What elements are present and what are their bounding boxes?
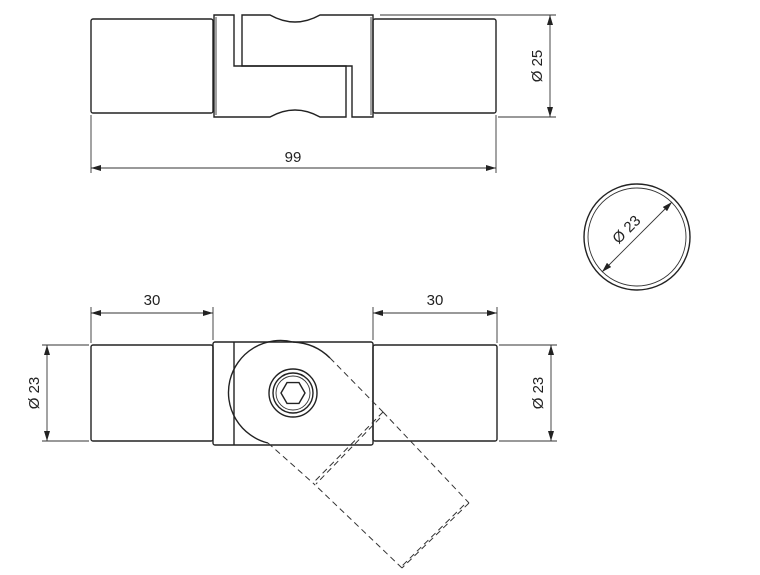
hinge-block bbox=[212, 341, 374, 446]
side-view: 30 30 Ø 23 Ø 23 bbox=[26, 292, 557, 569]
diameter-label-end: Ø 23 bbox=[609, 212, 644, 247]
right-tube bbox=[372, 18, 497, 114]
right-tube-side bbox=[372, 344, 498, 442]
left-tube bbox=[90, 18, 214, 114]
top-view: 99 Ø 25 bbox=[90, 14, 556, 173]
hinge-body-right bbox=[241, 14, 374, 118]
tube-inner-circle bbox=[587, 187, 687, 287]
left-diameter-label: Ø 23 bbox=[26, 377, 43, 410]
left-tube-side bbox=[90, 344, 214, 442]
end-view: Ø 23 bbox=[583, 183, 691, 291]
length-label: 99 bbox=[285, 149, 302, 166]
hinge-lug bbox=[227, 339, 294, 444]
right-length-label: 30 bbox=[427, 292, 444, 309]
tube-outer-circle bbox=[583, 183, 691, 291]
diameter-label-top: Ø 25 bbox=[529, 50, 546, 83]
hex-bolt-icon bbox=[268, 368, 318, 418]
rotated-position-outline bbox=[267, 357, 470, 569]
right-diameter-label: Ø 23 bbox=[530, 377, 547, 410]
left-length-label: 30 bbox=[144, 292, 161, 309]
